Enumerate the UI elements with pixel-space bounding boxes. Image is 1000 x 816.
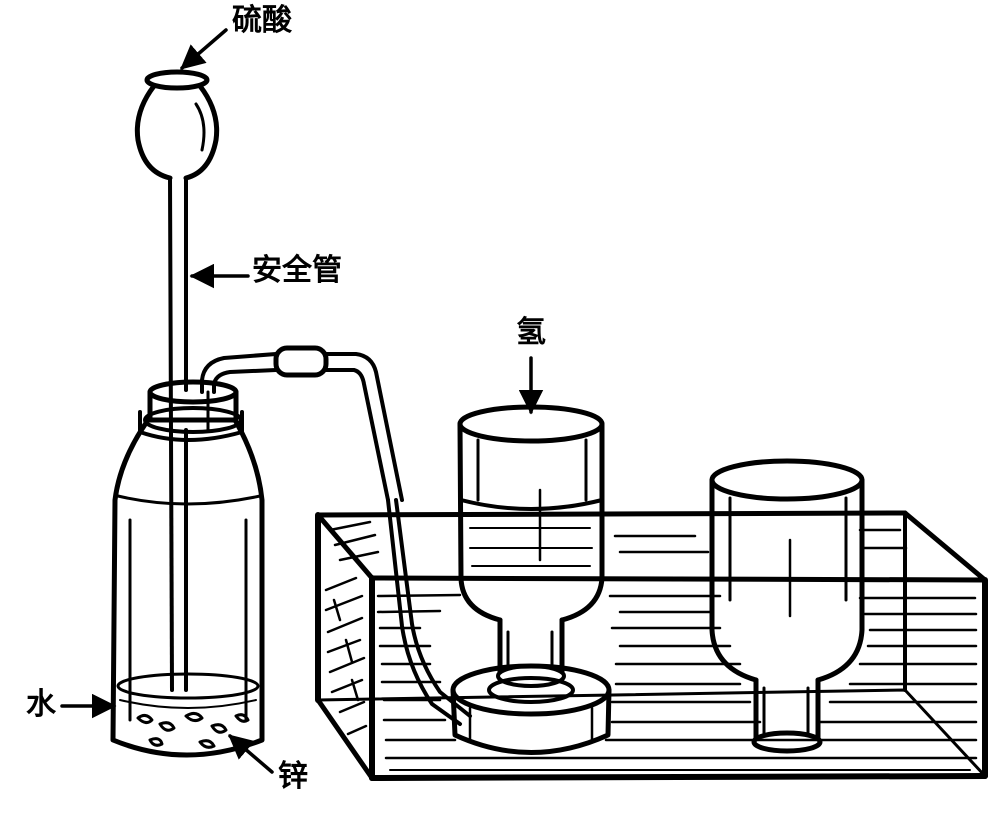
label-zinc: 锌 xyxy=(278,759,308,794)
arrow-sulfuric-acid xyxy=(180,28,228,70)
arrow-zinc xyxy=(228,734,274,774)
beehive-shelf xyxy=(450,663,612,755)
label-safety-tube: 安全管 xyxy=(252,253,342,288)
delivery-tube xyxy=(200,345,472,726)
safety-funnel-tube xyxy=(134,69,220,692)
rubber-stopper xyxy=(138,379,244,434)
trough-water-lines xyxy=(328,520,978,771)
label-arrows xyxy=(60,28,544,774)
collecting-bottle-hydrogen xyxy=(457,404,605,688)
collecting-bottle-water xyxy=(709,458,865,754)
label-hydrogen: 氢 xyxy=(516,315,546,350)
trough-side-hatching xyxy=(324,576,368,736)
label-sulfuric-acid: 硫酸 xyxy=(232,3,292,38)
label-water: 水 xyxy=(26,687,56,722)
water-trough xyxy=(315,510,988,781)
